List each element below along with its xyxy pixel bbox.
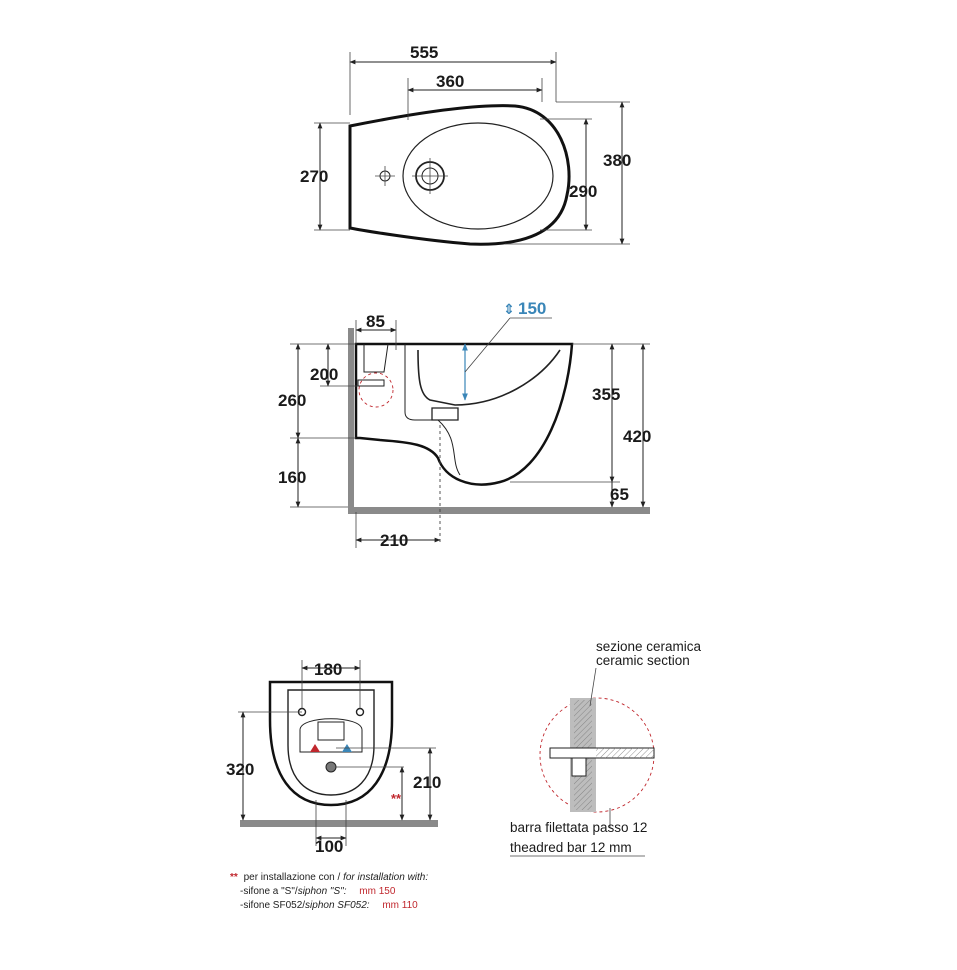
footnote-line3-it: -sifone SF052/ [240,900,305,911]
rear-view: 180 320 210 ** 100 [226,660,441,856]
footnote-line1-it: per installazione con / [244,872,344,883]
dim-rim-height: 420 [623,427,651,446]
wall [348,328,354,512]
dim-rear-height: 320 [226,760,254,779]
side-view: 85 ⇕ 150 200 260 160 355 420 65 [278,299,651,550]
footnote-line2-en: siphon "S": [298,886,347,897]
dim-fixing-height: 260 [278,391,306,410]
svg-text:** per installazione con: ** per installazione con / for installat… [230,872,428,883]
fixing-detail: sezione ceramica ceramic section barra f… [510,639,702,857]
dim-bowl-length: 360 [436,72,464,91]
rear-floor [240,820,438,827]
dim-overall-width: 380 [603,151,631,170]
dim-rear-width: 270 [300,167,328,186]
label-ceramic-en: ceramic section [596,653,690,668]
dim-drain-spacing: 100 [315,837,343,856]
svg-text:-sifone SF052/siphon SF052:: -sifone SF052/siphon SF052: mm 110 [240,900,418,911]
rear-marker: ** [391,791,402,806]
label-bar-it: barra filettata passo 12 [510,820,647,835]
dim-inlet-height: 200 [310,365,338,384]
dim-bottom-height: 160 [278,468,306,487]
svg-text:-sifone a "S"/siphon "S":: -sifone a "S"/siphon "S": mm 150 [240,886,396,897]
dim-overall-length: 555 [410,43,438,62]
dim-drain-height: 210 [413,773,441,792]
footnote-line1-en: for installation with: [343,872,428,883]
hot-inlet-icon [310,744,320,752]
label-ceramic-it: sezione ceramica [596,639,702,654]
drain-icon [325,761,337,773]
dim-bowl-width: 290 [569,182,597,201]
side-view-outline [354,342,574,486]
footnote-line2-value: mm 150 [359,886,396,897]
top-view-outline [348,104,571,246]
label-bar-en: theadred bar 12 mm [510,840,632,855]
dim-wall-offset: 85 [366,312,385,331]
footnote-line3-value: mm 110 [382,900,418,911]
footnote-line2-it: -sifone a "S"/ [240,886,298,897]
dim-rim-depth: 355 [592,385,620,404]
footnote-line3-en: siphon SF052: [305,900,370,911]
floor [348,507,650,514]
dim-drain-distance: 210 [380,531,408,550]
top-view: 555 360 380 290 270 [300,43,631,246]
dim-adjust-range: 150 [518,299,546,318]
footnote: ** per installazione con / for installat… [230,872,428,911]
adjust-range-icon: ⇕ [503,302,515,318]
dim-base-clearance: 65 [610,485,629,504]
dim-bolt-spacing: 180 [314,660,342,679]
footnote-marker: ** [230,872,238,883]
top-view-bowl [402,122,554,230]
